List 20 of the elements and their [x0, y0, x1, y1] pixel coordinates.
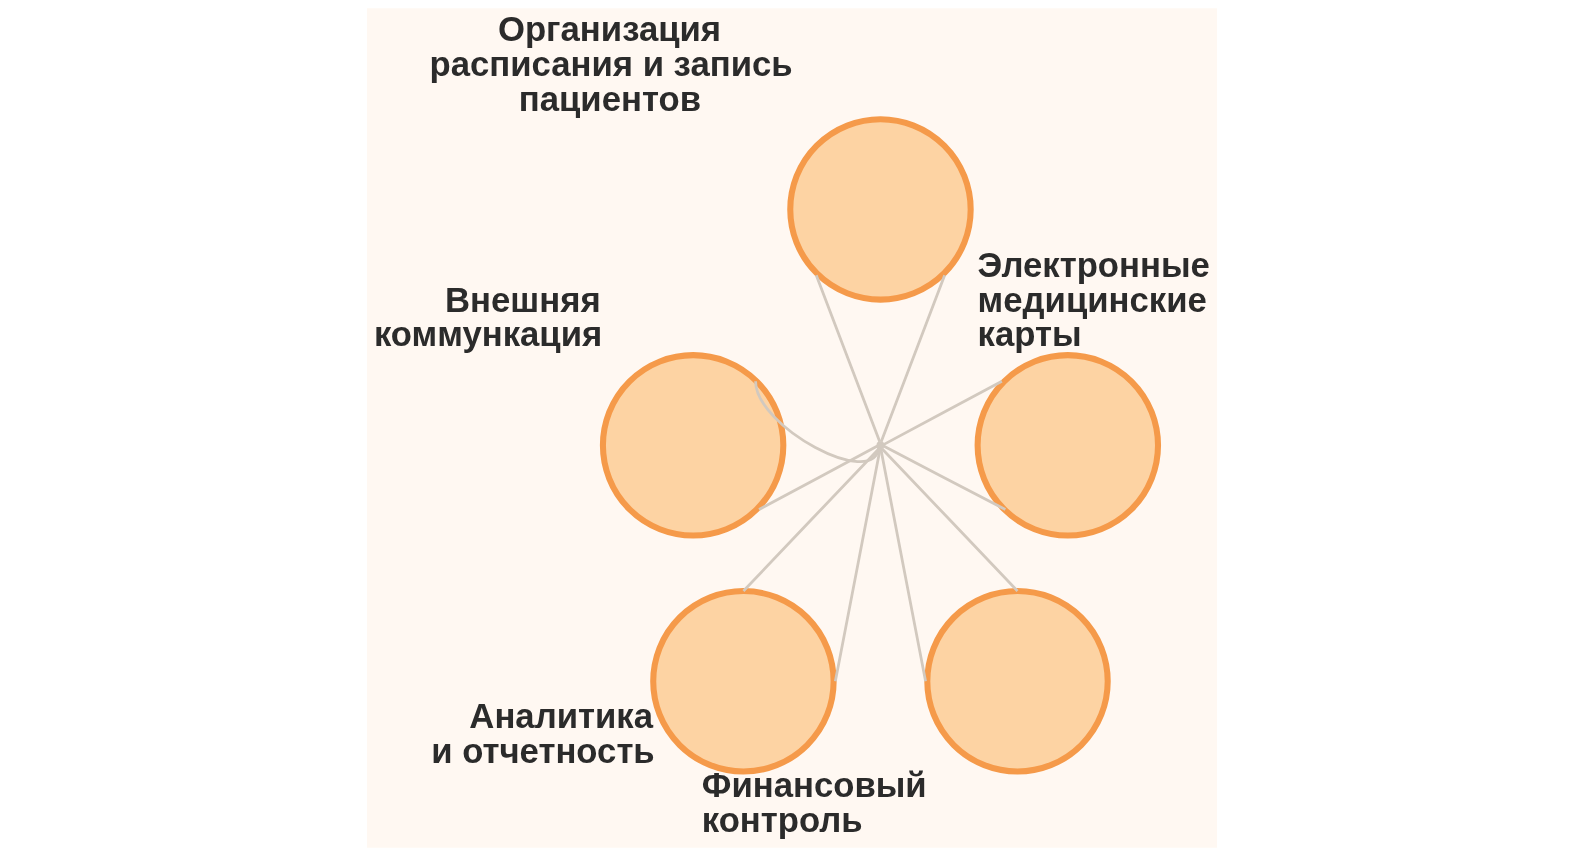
node-point	[876, 441, 885, 450]
node-label: Организация расписания и запись пациентов	[429, 10, 793, 118]
connector	[879, 274, 946, 443]
node-label: Внешняя коммункация	[373, 280, 603, 354]
node-circle	[787, 116, 974, 303]
connector	[881, 447, 1019, 592]
node-circle	[924, 588, 1111, 775]
node-circle	[974, 352, 1162, 539]
node-label: Финансовый контроль	[701, 766, 927, 840]
connector	[815, 274, 882, 443]
node-label: Аналитика и отчетность	[431, 697, 655, 770]
connector	[834, 448, 882, 682]
node-circle	[599, 352, 787, 539]
node-label: Электронные медицинские карты	[977, 246, 1210, 354]
connector	[758, 444, 879, 511]
connector	[879, 448, 927, 682]
connector	[882, 379, 1003, 446]
connector	[742, 447, 880, 592]
connector	[754, 380, 880, 463]
connector	[882, 444, 1006, 511]
